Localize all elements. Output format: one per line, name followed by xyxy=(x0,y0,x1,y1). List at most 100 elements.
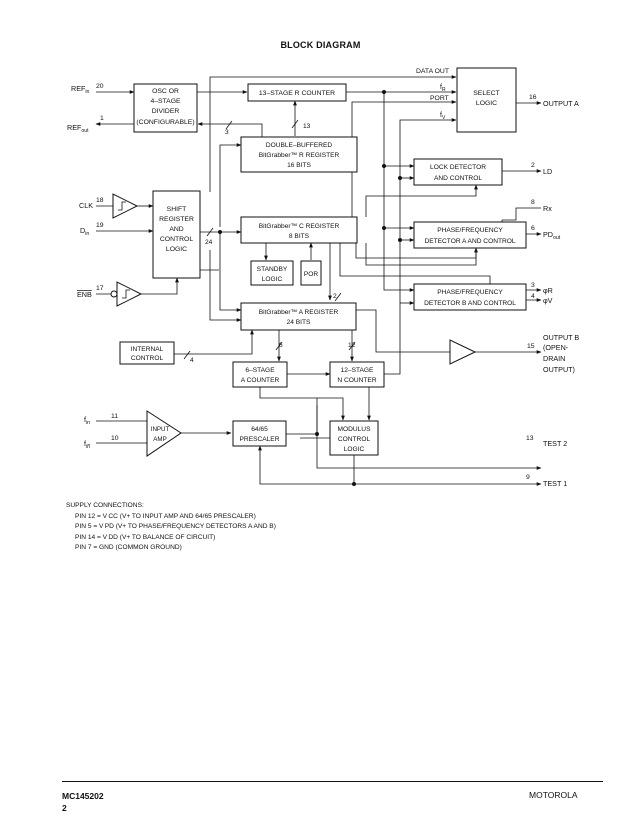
supply-line: PIN 14 = V DD (V+ TO BALANCE OF CIRCUIT) xyxy=(75,533,216,541)
svg-text:OUTPUT B: OUTPUT B xyxy=(543,333,579,342)
svg-text:Rx: Rx xyxy=(543,204,552,213)
svg-text:(CONFIGURABLE): (CONFIGURABLE) xyxy=(136,119,194,126)
svg-text:LOCK DETECTOR: LOCK DETECTOR xyxy=(430,164,486,171)
svg-text:8 BITS: 8 BITS xyxy=(289,233,310,240)
svg-text:DOUBLE–BUFFERED: DOUBLE–BUFFERED xyxy=(266,142,333,149)
svg-text:13: 13 xyxy=(303,123,311,130)
svg-text:11: 11 xyxy=(111,413,118,420)
svg-text:4: 4 xyxy=(190,357,194,364)
svg-text:24 BITS: 24 BITS xyxy=(287,319,311,326)
svg-text:17: 17 xyxy=(96,285,104,292)
n-counter-block: 12–STAGE N COUNTER xyxy=(329,361,385,388)
svg-text:OUTPUT): OUTPUT) xyxy=(543,365,575,374)
part-number: MC145202 xyxy=(62,791,104,801)
pin-test1: 9 TEST 1 xyxy=(526,474,567,488)
svg-text:8: 8 xyxy=(531,199,535,206)
svg-text:SHIFT: SHIFT xyxy=(167,206,187,213)
svg-text:REGISTER: REGISTER xyxy=(159,216,194,223)
svg-text:BitGrabber™ A REGISTER: BitGrabber™ A REGISTER xyxy=(259,309,339,316)
svg-text:LOGIC: LOGIC xyxy=(344,446,365,453)
page-title: BLOCK DIAGRAM xyxy=(280,40,361,50)
pin-enb: ENB 17 xyxy=(77,285,104,299)
svg-text:STANDBY: STANDBY xyxy=(257,266,288,273)
svg-text:12: 12 xyxy=(348,342,356,349)
svg-text:LOGIC: LOGIC xyxy=(262,276,283,283)
svg-text:9: 9 xyxy=(526,474,530,481)
svg-text:N COUNTER: N COUNTER xyxy=(337,377,376,384)
svg-text:fV: fV xyxy=(440,112,446,121)
svg-text:2: 2 xyxy=(531,162,535,169)
internal-control-block: INTERNAL CONTROL xyxy=(119,341,175,365)
r-counter-block: 13–STAGE R COUNTER xyxy=(247,83,347,102)
modulus-control-block: MODULUS CONTROL LOGIC xyxy=(329,420,379,456)
pin-phiv: 4 φV xyxy=(531,293,553,305)
svg-text:19: 19 xyxy=(96,222,104,229)
svg-text:6–STAGE: 6–STAGE xyxy=(245,367,275,374)
svg-text:DRAIN: DRAIN xyxy=(543,354,565,363)
pin-output-b: 15 OUTPUT B (OPEN- DRAIN OUTPUT) xyxy=(527,333,579,374)
pin-pdout: 6 PDout xyxy=(531,225,561,241)
osc-divider-block: OSC OR 4–STAGE DIVIDER (CONFIGURABLE) xyxy=(133,83,198,133)
pin-rx: 8 Rx xyxy=(531,199,552,213)
svg-text:REFin: REFin xyxy=(71,84,90,95)
svg-text:DETECTOR A AND CONTROL: DETECTOR A AND CONTROL xyxy=(424,238,515,245)
svg-text:OSC OR: OSC OR xyxy=(152,88,179,95)
bus-width-labels: 3 13 24 2 4 6 12 xyxy=(190,123,356,364)
svg-text:10: 10 xyxy=(111,435,119,442)
svg-text:PRESCALER: PRESCALER xyxy=(240,436,280,443)
svg-text:TEST 2: TEST 2 xyxy=(543,439,567,448)
svg-text:SELECT: SELECT xyxy=(473,90,499,97)
pin-test2: 13 TEST 2 xyxy=(526,435,567,448)
pfd-a-block: PHASE/FREQUENCY DETECTOR A AND CONTROL xyxy=(413,221,527,249)
pin-phir: 3 φR xyxy=(531,282,553,295)
signal-labels: DATA OUT fR PORT fV xyxy=(416,68,449,121)
a-register-block: BitGrabber™ A REGISTER 24 BITS xyxy=(240,302,357,331)
svg-text:AMP: AMP xyxy=(153,436,166,443)
double-buffered-r-register-block: DOUBLE–BUFFERED BitGrabber™ R REGISTER 1… xyxy=(240,136,358,173)
svg-text:6: 6 xyxy=(279,342,283,349)
pin-clk: CLK 18 xyxy=(79,197,104,210)
supply-line: PIN 5 = V PD (V+ TO PHASE/FREQUENCY DETE… xyxy=(75,523,276,531)
svg-text:INPUT: INPUT xyxy=(151,426,170,433)
svg-text:PDout: PDout xyxy=(543,230,561,241)
svg-text:16: 16 xyxy=(529,94,537,101)
supply-line: PIN 12 = V CC (V+ TO INPUT AMP AND 64/65… xyxy=(75,512,256,520)
svg-text:LD: LD xyxy=(543,167,552,176)
prescaler-block: 64/65 PRESCALER xyxy=(232,420,287,447)
svg-text:DIVIDER: DIVIDER xyxy=(152,108,180,115)
svg-text:(OPEN-: (OPEN- xyxy=(543,343,569,352)
svg-text:Din: Din xyxy=(80,226,89,237)
pin-din: Din 19 xyxy=(80,222,104,237)
supply-connections: SUPPLY CONNECTIONS: PIN 12 = V CC (V+ TO… xyxy=(66,501,276,554)
svg-text:POR: POR xyxy=(304,271,319,278)
pin-fin: fin 11 xyxy=(84,413,118,426)
svg-text:16 BITS: 16 BITS xyxy=(287,162,311,169)
pfd-b-block: PHASE/FREQUENCY DETECTOR B AND CONTROL xyxy=(413,283,527,311)
svg-text:6: 6 xyxy=(531,225,535,232)
svg-text:fR: fR xyxy=(440,84,446,93)
svg-text:PHASE/FREQUENCY: PHASE/FREQUENCY xyxy=(437,289,503,296)
svg-text:1: 1 xyxy=(100,115,104,122)
pin-refout: REFout 1 xyxy=(67,115,104,134)
footer-divider xyxy=(62,781,603,782)
svg-text:MODULUS: MODULUS xyxy=(338,426,372,433)
input-amp: INPUT AMP xyxy=(146,410,182,457)
svg-text:AND CONTROL: AND CONTROL xyxy=(434,175,482,182)
page-number: 2 xyxy=(62,803,67,813)
clk-buffer xyxy=(112,193,139,219)
svg-text:CONTROL: CONTROL xyxy=(131,355,164,362)
svg-text:BitGrabber™ C REGISTER: BitGrabber™ C REGISTER xyxy=(259,223,340,230)
svg-text:2: 2 xyxy=(333,293,337,300)
svg-text:INTERNAL: INTERNAL xyxy=(131,346,164,353)
pin-fin-bar: fin 10 xyxy=(84,435,119,450)
svg-text:15: 15 xyxy=(527,343,535,350)
supply-heading: SUPPLY CONNECTIONS: xyxy=(66,502,144,509)
por-block: POR xyxy=(300,260,322,286)
svg-text:fin: fin xyxy=(84,439,90,450)
svg-text:24: 24 xyxy=(205,239,213,246)
svg-text:A COUNTER: A COUNTER xyxy=(241,377,280,384)
svg-text:ENB: ENB xyxy=(77,290,92,299)
shift-register-block: SHIFT REGISTER AND CONTROL LOGIC xyxy=(152,190,201,279)
a-counter-block: 6–STAGE A COUNTER xyxy=(232,361,288,388)
supply-line: PIN 7 = GND (COMMON GROUND) xyxy=(75,544,182,552)
